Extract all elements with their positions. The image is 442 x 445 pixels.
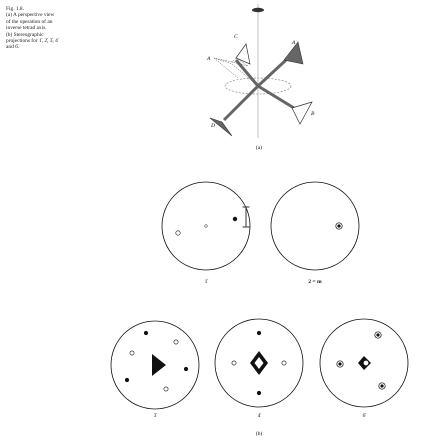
tetrad-symbol-top [252, 7, 264, 13]
rod-d [222, 84, 260, 122]
projection-label-4bar: 4̄ [257, 413, 261, 419]
perspective-view [209, 4, 313, 138]
projection-4bar [214, 318, 304, 408]
caption-line: and 6̄. [6, 44, 20, 51]
label-a: A [292, 40, 296, 46]
projection-2bar [270, 181, 360, 271]
label-a-inverted: A [207, 56, 211, 62]
inversion-centre-symbol [204, 224, 208, 228]
text-cursor-icon [242, 206, 250, 228]
pole-upper [256, 390, 262, 396]
pole-upper [256, 330, 262, 336]
inverse-triad-symbol [152, 354, 166, 376]
projection-label-1bar: 1̄ [204, 279, 208, 285]
primitive-circle [319, 318, 409, 408]
motif-a [283, 41, 304, 65]
pole-lower [281, 360, 287, 366]
pole-pair [374, 331, 382, 339]
projection-label-2bar: 2 = m [308, 279, 322, 285]
projection-3bar [110, 320, 200, 410]
caption-line: of the operation of an [6, 18, 53, 25]
projection-6bar [319, 318, 409, 408]
pole-lower [175, 230, 181, 236]
pole-upper [143, 330, 149, 336]
projection-label-6bar: 6̄ [362, 413, 366, 419]
rod-b [257, 84, 295, 110]
projection-1bar [161, 181, 251, 271]
primitive-circle [270, 181, 360, 271]
label-c: C [234, 34, 238, 40]
inversion-guide-line [213, 57, 239, 79]
figure-caption: Fig. 1.8. (a) A perspective view of the … [6, 6, 98, 51]
pole-pair [336, 360, 344, 368]
label-d: D [211, 123, 216, 129]
label-b: B [311, 111, 315, 117]
projection-plane [224, 77, 292, 95]
primitive-circle [161, 181, 251, 271]
pole-upper [232, 216, 238, 222]
caption-line: inverse tetrad axis. [6, 25, 47, 32]
motif-d [209, 117, 233, 137]
inversion-guide-lines [213, 57, 259, 87]
projection-label-3bar: 3̄ [153, 413, 157, 419]
caption-line: projections for 1̄, 2̄, 3̄, 4̄ [6, 38, 58, 45]
pole-upper [337, 224, 341, 228]
rod-a [256, 58, 288, 88]
motif-c [235, 43, 251, 65]
motif-b [291, 101, 313, 125]
inverse-triad-dot [150, 350, 154, 354]
sublabel-a: (a) [255, 145, 263, 151]
pole-lower [173, 339, 179, 345]
pole-upper [183, 366, 189, 372]
pole-upper [124, 377, 130, 383]
rod-c [234, 59, 260, 87]
caption-line: Fig. 1.8. [6, 6, 24, 12]
inverse-hexad-inner [363, 360, 369, 366]
inversion-guide [231, 57, 249, 67]
pole-pair [378, 382, 386, 390]
pole-lower [163, 386, 169, 392]
pole-lower [129, 350, 135, 356]
caption-line: (a) A perspective view [6, 12, 55, 19]
pole-lower [231, 360, 237, 366]
caption-line: (b) Stereographic [6, 31, 44, 38]
sublabel-b: (b) [255, 431, 263, 437]
primitive-circle [110, 320, 200, 410]
primitive-circle [214, 318, 304, 408]
inverse-tetrad-inner [254, 357, 264, 369]
